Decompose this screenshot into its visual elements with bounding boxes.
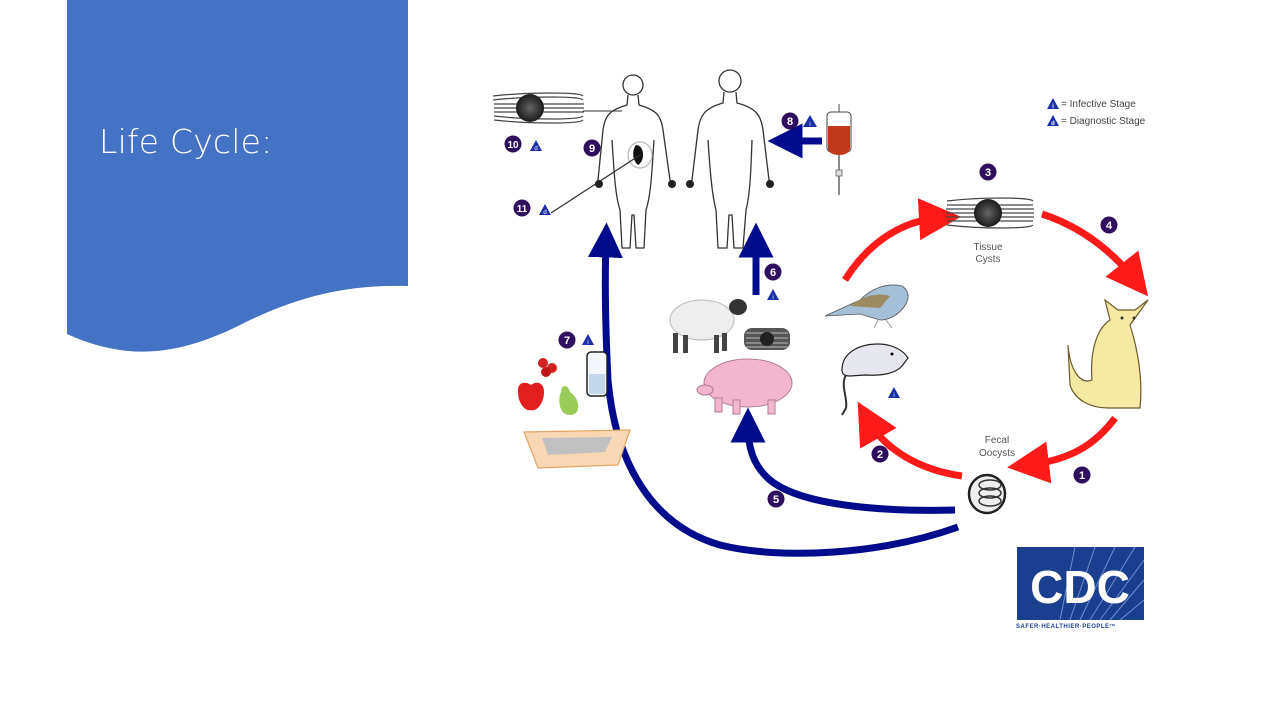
stage-markers: d d i i i i [530, 115, 900, 399]
tissue-cysts-label-2: Cysts [976, 254, 1001, 265]
tissue-cyst-icon [492, 92, 622, 124]
svg-text:i: i [587, 340, 588, 346]
step-badge-11: 11 [513, 199, 531, 217]
svg-text:11: 11 [517, 204, 528, 215]
mouse-icon [841, 343, 909, 416]
svg-text:d: d [543, 210, 546, 216]
fecal-oocyst-icon: Fecal Oocysts [967, 435, 1015, 515]
svg-text:i: i [772, 295, 773, 301]
cdc-tagline: SAFER·HEALTHIER·PEOPLE™ [1016, 624, 1117, 630]
step-badge-8: 8 [781, 112, 799, 130]
svg-text:8: 8 [787, 116, 793, 128]
food-sources-icon [518, 358, 579, 415]
cdc-logo: CDC [1017, 546, 1145, 621]
fecal-oocysts-label-2: Oocysts [979, 448, 1015, 459]
svg-text:2: 2 [877, 449, 883, 461]
red-arrow-2-to-mouse [857, 401, 963, 480]
human-male-figure [686, 69, 774, 249]
litter-box-icon [523, 429, 631, 469]
step-badge-3: 3 [979, 163, 997, 181]
water-glass-icon [586, 351, 608, 397]
svg-text:5: 5 [773, 494, 779, 506]
legend-diagnostic: d = Diagnostic Stage [1047, 115, 1146, 127]
bird-icon [824, 284, 909, 329]
fecal-oocysts-label-1: Fecal [985, 435, 1009, 446]
svg-text:3: 3 [985, 167, 991, 179]
step-badge-10: 10 [504, 135, 522, 153]
red-arrow-to-tissue-cysts [842, 198, 961, 282]
svg-text:i: i [893, 393, 894, 399]
legend-infective: i = Infective Stage [1047, 98, 1136, 110]
tissue-cyst-3-icon [946, 197, 1034, 229]
blood-transfusion-bag-icon [826, 104, 852, 195]
step-badge-4: 4 [1100, 216, 1118, 234]
svg-text:7: 7 [564, 335, 570, 347]
diagnostic-stage-icon [1047, 115, 1059, 126]
blue-arrow-7-to-human [587, 222, 960, 557]
diagnostic-stage-11-icon: d [539, 204, 551, 216]
svg-text:1: 1 [1079, 470, 1085, 482]
svg-text:10: 10 [507, 140, 519, 151]
step-badge-6: 6 [764, 263, 782, 281]
sheep-icon [669, 299, 747, 353]
red-arrow-4-to-cat [1040, 210, 1149, 297]
human-female-figure [550, 74, 676, 249]
step-badge-2: 2 [871, 445, 889, 463]
infective-stage-8-icon: i [803, 115, 817, 128]
diagnostic-symbol: d [1051, 121, 1055, 127]
legend-diagnostic-label: = Diagnostic Stage [1061, 116, 1146, 127]
step-badge-9: 9 [583, 139, 601, 157]
svg-text:4: 4 [1106, 220, 1113, 232]
infective-stage-6-icon: i [767, 289, 779, 301]
tissue-cysts-label-1: Tissue [973, 242, 1003, 253]
legend: i = Infective Stage d = Diagnostic Stage [1047, 98, 1146, 127]
diagnostic-stage-10-icon: d [530, 140, 542, 152]
svg-text:i: i [809, 122, 810, 128]
cdc-logo-text: CDC [1030, 561, 1130, 613]
svg-text:9: 9 [589, 143, 595, 155]
legend-infective-label: = Infective Stage [1061, 99, 1136, 110]
pig-icon [696, 358, 793, 415]
blue-arrow-5-to-pig [730, 407, 956, 514]
svg-text:6: 6 [770, 267, 776, 279]
infective-symbol: i [1052, 104, 1054, 110]
red-arrow-1-to-oocysts [1007, 415, 1118, 484]
infective-stage-mouse-icon: i [888, 387, 900, 399]
infective-stage-icon [1047, 98, 1059, 109]
tissue-cyst-small-icon [744, 328, 790, 350]
step-badge-1: 1 [1073, 466, 1091, 484]
step-badge-5: 5 [767, 490, 785, 508]
cat-icon [1067, 298, 1149, 409]
infective-stage-7-icon: i [582, 334, 594, 346]
svg-text:d: d [534, 146, 537, 152]
step-badges: 1 2 3 4 5 6 7 8 9 10 11 [504, 112, 1118, 508]
step-badge-7: 7 [558, 331, 576, 349]
slide-title: Life Cycle: [99, 122, 273, 161]
